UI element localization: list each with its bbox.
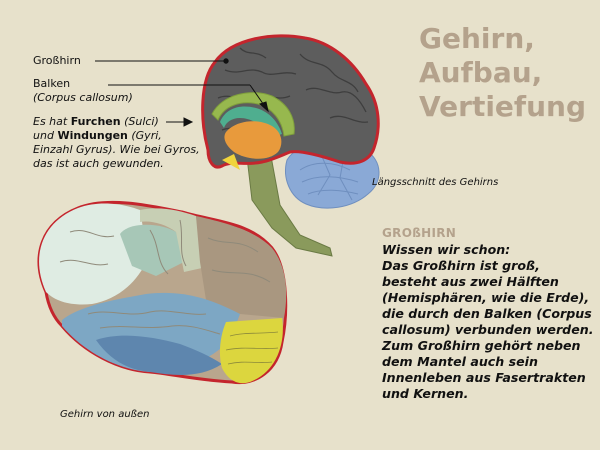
windungen-bold: Windungen xyxy=(57,129,128,142)
page-title: Gehirn, Aufbau, Vertiefung xyxy=(419,22,594,124)
title-line-2: Aufbau, xyxy=(419,56,543,89)
label-grosshirn: Großhirn xyxy=(33,54,81,67)
furchen-post: (Sulci) xyxy=(120,115,159,128)
parietal-lobe xyxy=(140,208,202,272)
lateral-gyri-lines xyxy=(59,219,271,335)
cerebellum-lateral xyxy=(219,318,283,384)
caption-sagittal: Längsschnitt des Gehirns xyxy=(372,177,499,188)
brainstem-shape xyxy=(244,139,333,257)
cerebellum-folds xyxy=(299,149,359,201)
info-line-1: Wissen wir schon: xyxy=(382,242,511,257)
title-line-3: Vertiefung xyxy=(419,90,587,123)
caption-outside: Gehirn von außen xyxy=(60,409,150,420)
label-furchen-line-1: Es hat Furchen (Sulci) xyxy=(33,115,159,129)
leader-lines xyxy=(95,58,269,127)
frontal-lobe-light xyxy=(39,203,148,305)
label-balken: Balken xyxy=(33,77,71,90)
frontal-lobe-light-2 xyxy=(120,224,184,276)
furchen-pre: Es hat xyxy=(33,115,71,128)
label-furchen-line-4: das ist auch gewunden. xyxy=(33,157,164,170)
info-paragraph: Das Großhirn ist groß, besteht aus zwei … xyxy=(382,258,594,401)
furchen-bold: Furchen xyxy=(70,115,121,128)
windungen-post: (Gyri, xyxy=(127,129,162,142)
info-heading: GROßHIRN xyxy=(382,226,457,240)
label-balken-latin: (Corpus callosum) xyxy=(33,91,133,104)
corpus-callosum-shape xyxy=(211,92,295,137)
windungen-pre: und xyxy=(33,129,58,142)
cerebellum-lateral-folds xyxy=(225,331,279,365)
temporal-lobe-lower xyxy=(96,335,222,375)
pituitary-shape xyxy=(222,154,240,170)
info-body: Wissen wir schon: Das Großhirn ist groß,… xyxy=(382,242,594,402)
label-furchen-line-3: Einzahl Gyrus). Wie bei Gyros, xyxy=(33,143,200,156)
diencephalon-shape xyxy=(224,121,282,159)
title-line-1: Gehirn, xyxy=(419,22,535,55)
label-furchen-line-2: und Windungen (Gyri, xyxy=(33,129,162,143)
